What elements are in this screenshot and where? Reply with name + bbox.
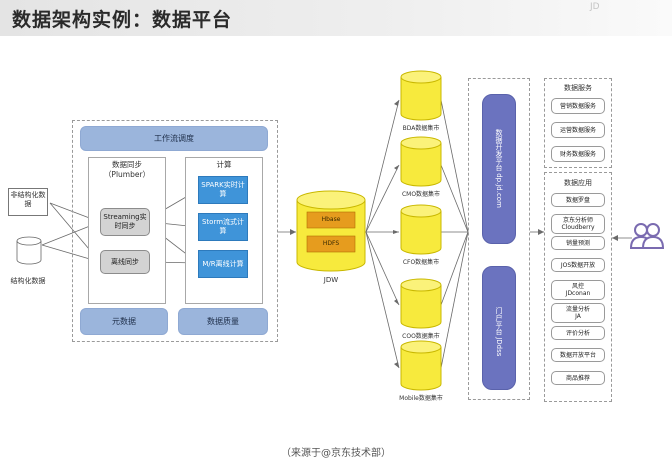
streaming-sync-label: Streaming实时同步 bbox=[103, 213, 147, 230]
data-mart-label: Mobile数据集市 bbox=[399, 395, 443, 402]
data-service-item: 营销数据服务 bbox=[551, 98, 605, 114]
data-service-item: 运营数据服务 bbox=[551, 122, 605, 138]
data-app-label: 流量分析 bbox=[565, 306, 590, 313]
data-mart-cylinder-icon bbox=[400, 340, 442, 391]
data-app-label: 评价分析 bbox=[565, 329, 590, 337]
hdfs-label: HDFS bbox=[322, 240, 340, 247]
data-app-sublabel: JA bbox=[575, 313, 581, 320]
data-service-item: 财务数据服务 bbox=[551, 146, 605, 162]
jdw-cylinder-icon bbox=[296, 190, 366, 272]
data-apps-title: 数据应用 bbox=[564, 179, 592, 187]
scheduler-label: 工作流调度 bbox=[154, 134, 194, 143]
workflow-container bbox=[72, 120, 278, 342]
quality-bar: 数据质量 bbox=[178, 308, 268, 335]
storm-label: Storm流式计算 bbox=[201, 218, 245, 235]
portal-platform-bar: 门户平台 JDdss bbox=[482, 266, 516, 390]
offline-sync-label: 离线同步 bbox=[111, 257, 139, 266]
storm-compute-node: Storm流式计算 bbox=[198, 213, 248, 241]
data-app-label: 数据罗盘 bbox=[565, 196, 590, 204]
data-app-label: 销量预测 bbox=[565, 239, 590, 247]
data-app-label: 风控 bbox=[571, 283, 584, 290]
structured-data-label: 结构化数据 bbox=[10, 277, 46, 285]
data-app-label: 京东分析师 bbox=[562, 217, 593, 224]
scheduler-bar: 工作流调度 bbox=[80, 126, 268, 151]
structured-data-cylinder-icon bbox=[16, 236, 42, 265]
hbase-label: Hbase bbox=[321, 216, 341, 223]
data-app-label: 商品推荐 bbox=[565, 374, 590, 382]
source-caption: （来源于@京东技术部） bbox=[281, 448, 391, 459]
sync-subtitle: （Plumber） bbox=[103, 170, 151, 179]
data-mart-label: COO数据集市 bbox=[402, 333, 440, 340]
portal-platform-label: 门户平台 JDdss bbox=[495, 307, 503, 357]
data-mart-cylinder-icon bbox=[400, 204, 442, 255]
streaming-sync-node: Streaming实时同步 bbox=[100, 208, 150, 236]
quality-label: 数据质量 bbox=[207, 317, 239, 326]
sync-title: 数据同步 bbox=[112, 160, 142, 169]
mr-compute-node: M/R离线计算 bbox=[198, 250, 248, 278]
metadata-bar: 元数据 bbox=[80, 308, 168, 335]
data-app-label: 数据开放平台 bbox=[559, 351, 596, 359]
data-services-title: 数据服务 bbox=[564, 84, 592, 92]
data-mart-cylinder-icon bbox=[400, 70, 442, 121]
compute-title: 计算 bbox=[216, 160, 232, 169]
data-mart-cylinder-icon bbox=[400, 136, 442, 187]
data-service-label: 运营数据服务 bbox=[559, 126, 596, 134]
title-bar bbox=[0, 0, 672, 36]
unstructured-data-source: 非结构化数据 bbox=[8, 188, 48, 216]
users-icon bbox=[630, 223, 664, 249]
data-apps-container: 数据应用 bbox=[544, 172, 612, 402]
data-service-label: 营销数据服务 bbox=[559, 102, 596, 110]
data-app-label: JOS数据开放 bbox=[560, 261, 596, 269]
page-title: 数据架构实例：数据平台 bbox=[12, 9, 233, 31]
data-app-item: 数据开放平台 bbox=[551, 348, 605, 362]
dev-platform-bar: 数据开发平台 dp.jd.com bbox=[482, 94, 516, 244]
data-app-item: JOS数据开放 bbox=[551, 258, 605, 272]
metadata-label: 元数据 bbox=[112, 317, 136, 326]
data-app-item: 评价分析 bbox=[551, 326, 605, 340]
data-services-container: 数据服务 bbox=[544, 78, 612, 168]
data-app-item: 数据罗盘 bbox=[551, 193, 605, 207]
data-app-item: 商品推荐 bbox=[551, 371, 605, 385]
unstructured-data-label: 非结构化数据 bbox=[10, 191, 46, 208]
data-mart-label: CFO数据集市 bbox=[402, 259, 440, 266]
brand-logo: JD bbox=[590, 2, 600, 12]
data-service-label: 财务数据服务 bbox=[559, 150, 596, 158]
data-app-sublabel: Cloudberry bbox=[561, 224, 595, 231]
offline-sync-node: 离线同步 bbox=[100, 250, 150, 274]
data-mart-cylinder-icon bbox=[400, 278, 442, 329]
jdw-label: JDW bbox=[323, 276, 339, 284]
spark-compute-node: SPARK实时计算 bbox=[198, 176, 248, 204]
data-app-sublabel: JDconan bbox=[565, 290, 591, 297]
spark-label: SPARK实时计算 bbox=[201, 181, 245, 198]
data-app-item: 销量预测 bbox=[551, 236, 605, 250]
data-mart-label: BDA数据集市 bbox=[402, 125, 440, 132]
data-mart-label: CMO数据集市 bbox=[401, 191, 441, 198]
mr-label: M/R离线计算 bbox=[202, 259, 244, 268]
platform-container bbox=[468, 78, 530, 400]
dev-platform-label: 数据开发平台 dp.jd.com bbox=[495, 128, 503, 208]
